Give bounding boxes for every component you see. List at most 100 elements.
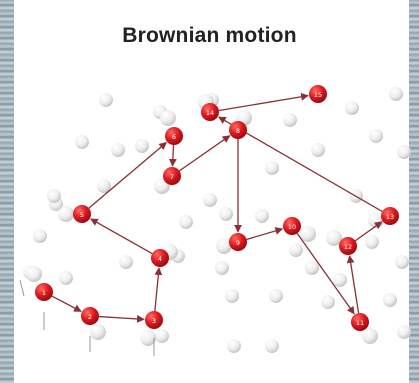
trail-molecule (300, 226, 316, 242)
particle-13: 13 (381, 207, 399, 225)
particle-label: 5 (80, 211, 84, 219)
solvent-molecule (203, 193, 217, 207)
solvent-molecule (265, 339, 279, 353)
particle-4: 4 (151, 249, 169, 267)
particle-label: 13 (386, 213, 394, 221)
particle-label: 1 (42, 289, 46, 297)
path-arrow (90, 218, 153, 255)
path-arrow (168, 144, 177, 167)
path-arrow (346, 255, 360, 314)
solvent-molecule (289, 243, 303, 257)
particle-label: 6 (172, 133, 176, 141)
solvent-molecule (99, 93, 113, 107)
solvent-molecule (333, 273, 347, 287)
particle-8: 8 (229, 121, 247, 139)
particle-label: 2 (88, 313, 92, 321)
particle-7: 7 (163, 167, 181, 185)
particle-sphere (163, 167, 181, 185)
path-arrow (296, 232, 355, 315)
solvent-molecule (321, 295, 335, 309)
trail-molecule (216, 238, 232, 254)
particle-6: 6 (165, 127, 183, 145)
path-arrow (179, 135, 231, 172)
motion-tick (19, 279, 25, 297)
particle-sphere (381, 207, 399, 225)
left-photo-strip (0, 0, 14, 383)
solvent-molecule (119, 255, 133, 269)
particle-14: 14 (201, 103, 219, 121)
solvent-molecule (395, 255, 409, 269)
solvent-molecule (97, 179, 111, 193)
particle-sphere (351, 313, 369, 331)
solvent-molecule (59, 271, 73, 285)
solvent-molecule (345, 101, 359, 115)
particle-3: 3 (145, 311, 163, 329)
trail-molecule (58, 206, 74, 222)
particle-sphere (283, 217, 301, 235)
particle-label: 8 (236, 127, 240, 135)
solvent-molecule (135, 139, 149, 153)
particle-path (19, 92, 383, 356)
particle-label: 14 (206, 109, 214, 117)
particle-11: 11 (351, 313, 369, 331)
particle-sphere (201, 103, 219, 121)
solvent-molecule (369, 129, 383, 143)
particle-9: 9 (229, 233, 247, 251)
particle-5: 5 (73, 205, 91, 223)
particle-sphere (151, 249, 169, 267)
solvent-molecule (227, 339, 241, 353)
solvent-molecule (389, 87, 403, 101)
solvent-molecule (311, 143, 325, 157)
particle-15: 15 (309, 85, 327, 103)
solvent-molecule (255, 209, 269, 223)
solvent-molecule (397, 325, 411, 339)
particle-12: 12 (339, 237, 357, 255)
solvent-molecule (365, 235, 379, 249)
solvent-molecule (179, 215, 193, 229)
solvent-molecule (33, 229, 47, 243)
diagram-title: Brownian motion (122, 24, 297, 47)
path-arrow (218, 92, 309, 112)
path-arrow (51, 295, 82, 312)
solvent-molecules (23, 87, 411, 353)
trail-molecule (90, 324, 106, 340)
particle-1: 1 (35, 283, 53, 301)
solvent-molecule (305, 261, 319, 275)
particle-sphere (73, 205, 91, 223)
path-arrow (98, 315, 145, 323)
particle-sphere (339, 237, 357, 255)
solvent-molecule (269, 289, 283, 303)
particle-label: 9 (236, 239, 240, 247)
solvent-molecule (397, 145, 411, 159)
particle-label: 11 (356, 319, 364, 327)
particle-label: 15 (314, 91, 322, 99)
particle-label: 10 (288, 223, 296, 231)
trail-molecule (26, 266, 42, 282)
path-arrow (246, 227, 284, 241)
solvent-molecule (225, 289, 239, 303)
trail-molecule (140, 330, 156, 346)
right-photo-strip (409, 0, 419, 383)
particle-sphere (81, 307, 99, 325)
particle-sphere (35, 283, 53, 301)
particle-sphere (165, 127, 183, 145)
solvent-molecule (47, 189, 61, 203)
particle-label: 12 (344, 243, 352, 251)
trail-molecule (160, 110, 176, 126)
particle-label: 3 (152, 317, 156, 325)
particle-sphere (309, 85, 327, 103)
solvent-molecule (283, 113, 297, 127)
solvent-molecule (265, 161, 279, 175)
particle-sphere (145, 311, 163, 329)
particle-sphere (229, 121, 247, 139)
solvent-molecule (219, 207, 233, 221)
particle-label: 7 (170, 173, 174, 181)
particle-10: 10 (283, 217, 301, 235)
particle-2: 2 (81, 307, 99, 325)
particle-trail-ghosts (26, 94, 384, 346)
solvent-molecule (215, 261, 229, 275)
particle-sphere (229, 233, 247, 251)
